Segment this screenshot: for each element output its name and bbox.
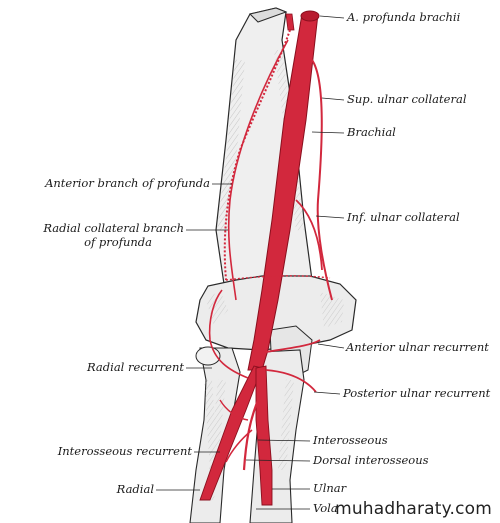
label-profunda-brachii: A. profunda brachii (347, 10, 461, 24)
leader-profunda-brachii (319, 15, 345, 19)
label-ulnar: Ulnar (313, 481, 347, 495)
label-radial-collateral-line1: Radial collateral branch (43, 221, 184, 235)
label-radial: Radial (116, 482, 154, 496)
label-radial-collateral-line2: of profunda (84, 235, 152, 249)
label-anterior-branch-profunda: Anterior branch of profunda (45, 176, 210, 190)
leader-posterior-ulnar-recurrent (313, 391, 341, 395)
leader-brachial (311, 131, 345, 134)
leader-sup-ulnar-collateral (321, 97, 345, 101)
leader-dorsal-interosseous (245, 459, 311, 462)
leader-lines (156, 15, 345, 510)
label-sup-ulnar-collateral: Sup. ulnar collateral (347, 92, 467, 106)
label-brachial: Brachial (347, 125, 396, 139)
arteries (199, 10, 333, 506)
leader-interosseous (257, 439, 311, 442)
leader-inf-ulnar-collateral (315, 215, 345, 219)
label-posterior-ulnar-recurrent: Posterior ulnar recurrent (343, 386, 491, 400)
label-interosseous-recurrent: Interosseous recurrent (57, 444, 192, 458)
label-anterior-ulnar-recurrent: Anterior ulnar recurrent (346, 340, 489, 354)
label-interosseous: Interosseous (313, 433, 388, 447)
label-vola: Vola (313, 501, 338, 515)
label-radial-recurrent: Radial recurrent (87, 360, 184, 374)
leader-anterior-ulnar-recurrent (317, 343, 345, 349)
watermark: muhadharaty.com (335, 499, 492, 519)
label-inf-ulnar-collateral: Inf. ulnar collateral (347, 210, 460, 224)
label-dorsal-interosseous: Dorsal interosseous (313, 453, 429, 467)
